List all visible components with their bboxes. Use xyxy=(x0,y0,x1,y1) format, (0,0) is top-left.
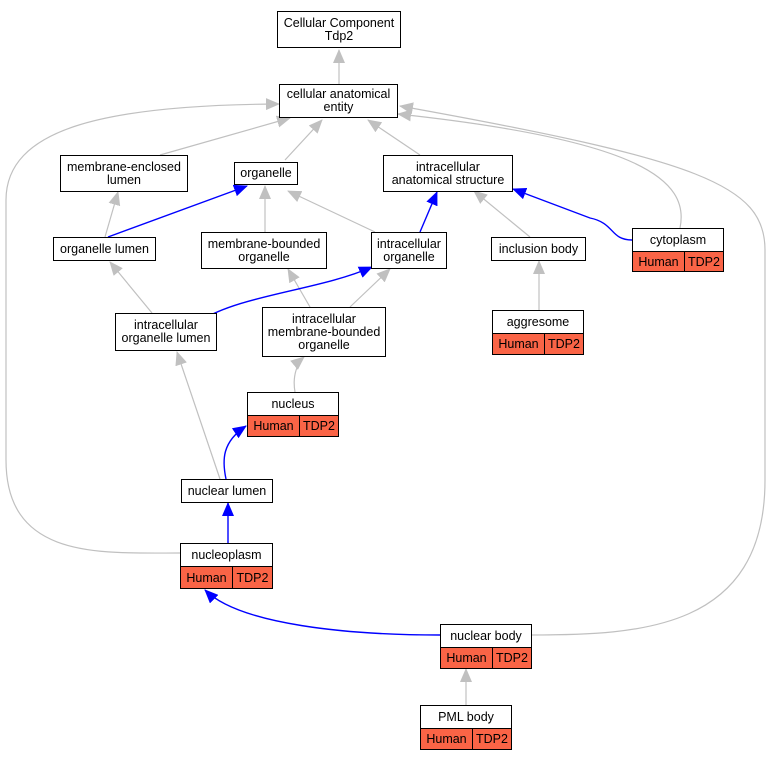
node-membrane-bounded-organelle[interactable]: membrane-bounded organelle xyxy=(201,232,327,269)
gene-label: TDP2 xyxy=(476,732,508,746)
node-nuclear-body-annotation: Human TDP2 xyxy=(441,648,531,668)
gene-label: TDP2 xyxy=(303,419,335,433)
node-intracellular-organelle[interactable]: intracellular organelle xyxy=(371,232,447,269)
node-nucleus-label: nucleus xyxy=(248,393,338,416)
organism-label: Human xyxy=(633,252,685,271)
node-nuclear-body-label: nuclear body xyxy=(441,625,531,648)
edge-cyto-cae xyxy=(397,109,682,229)
node-aggresome-label: aggresome xyxy=(493,311,583,334)
gene-label: TDP2 xyxy=(548,337,580,351)
edge-nl-iol xyxy=(175,351,221,480)
edge-nb-nucleoplasm xyxy=(204,589,441,636)
node-cellular-component-root[interactable]: Cellular Component Tdp2 xyxy=(277,11,401,48)
edge-nuclearbody-cae xyxy=(399,102,766,636)
node-cytoplasm[interactable]: cytoplasm Human TDP2 xyxy=(632,228,724,272)
edge-io-ias xyxy=(419,191,438,233)
node-pml-body-annotation: Human TDP2 xyxy=(421,729,511,749)
node-organelle[interactable]: organelle xyxy=(234,162,298,185)
node-cellular-anatomical-entity[interactable]: cellular anatomical entity xyxy=(279,84,398,118)
node-nucleoplasm-label: nucleoplasm xyxy=(181,544,272,567)
organism-label: Human xyxy=(421,729,473,749)
edge-imbo-io xyxy=(349,268,391,308)
node-nucleoplasm[interactable]: nucleoplasm Human TDP2 xyxy=(180,543,273,589)
edge-ib-ias xyxy=(473,190,531,238)
node-nuclear-lumen[interactable]: nuclear lumen xyxy=(181,479,273,503)
node-nucleoplasm-annotation: Human TDP2 xyxy=(181,567,272,588)
edge-iol-io xyxy=(199,266,373,322)
node-intracellular-membrane-bounded-organelle[interactable]: intracellular membrane-bounded organelle xyxy=(262,307,386,357)
node-nuclear-body[interactable]: nuclear body Human TDP2 xyxy=(440,624,532,669)
organism-label: Human xyxy=(248,416,300,436)
gene-label: TDP2 xyxy=(496,651,528,665)
edge-org-cae xyxy=(284,119,323,161)
edge-ias-cae xyxy=(367,119,421,156)
edge-iol-orgl xyxy=(109,261,153,314)
edge-orgl-org xyxy=(107,184,248,238)
gene-label: TDP2 xyxy=(688,254,720,269)
edge-nucleus-imbo xyxy=(290,356,305,393)
node-inclusion-body[interactable]: inclusion body xyxy=(491,237,586,261)
edge-cyto-ias xyxy=(512,187,633,241)
organism-label: Human xyxy=(181,567,233,588)
node-cytoplasm-label: cytoplasm xyxy=(633,229,723,252)
node-nucleus[interactable]: nucleus Human TDP2 xyxy=(247,392,339,437)
edge-nucleoplasm-cae xyxy=(5,98,280,554)
node-aggresome-annotation: Human TDP2 xyxy=(493,334,583,354)
organism-label: Human xyxy=(493,334,545,354)
gene-label: TDP2 xyxy=(236,570,269,585)
organism-label: Human xyxy=(441,648,493,668)
node-intracellular-organelle-lumen[interactable]: intracellular organelle lumen xyxy=(115,313,217,351)
edge-nl-nucleus xyxy=(223,425,247,480)
node-organelle-lumen[interactable]: organelle lumen xyxy=(53,237,156,261)
node-intracellular-anatomical-structure[interactable]: intracellular anatomical structure xyxy=(383,155,513,192)
node-pml-body[interactable]: PML body Human TDP2 xyxy=(420,705,512,750)
edge-io-org xyxy=(287,190,376,233)
edge-mel-cae xyxy=(159,115,291,156)
node-pml-body-label: PML body xyxy=(421,706,511,729)
node-membrane-enclosed-lumen[interactable]: membrane-enclosed lumen xyxy=(60,155,188,192)
node-cytoplasm-annotation: Human TDP2 xyxy=(633,252,723,271)
node-aggresome[interactable]: aggresome Human TDP2 xyxy=(492,310,584,355)
edge-imbo-mbo xyxy=(287,268,311,308)
node-nucleus-annotation: Human TDP2 xyxy=(248,416,338,436)
edge-orgl-mel xyxy=(104,191,121,238)
